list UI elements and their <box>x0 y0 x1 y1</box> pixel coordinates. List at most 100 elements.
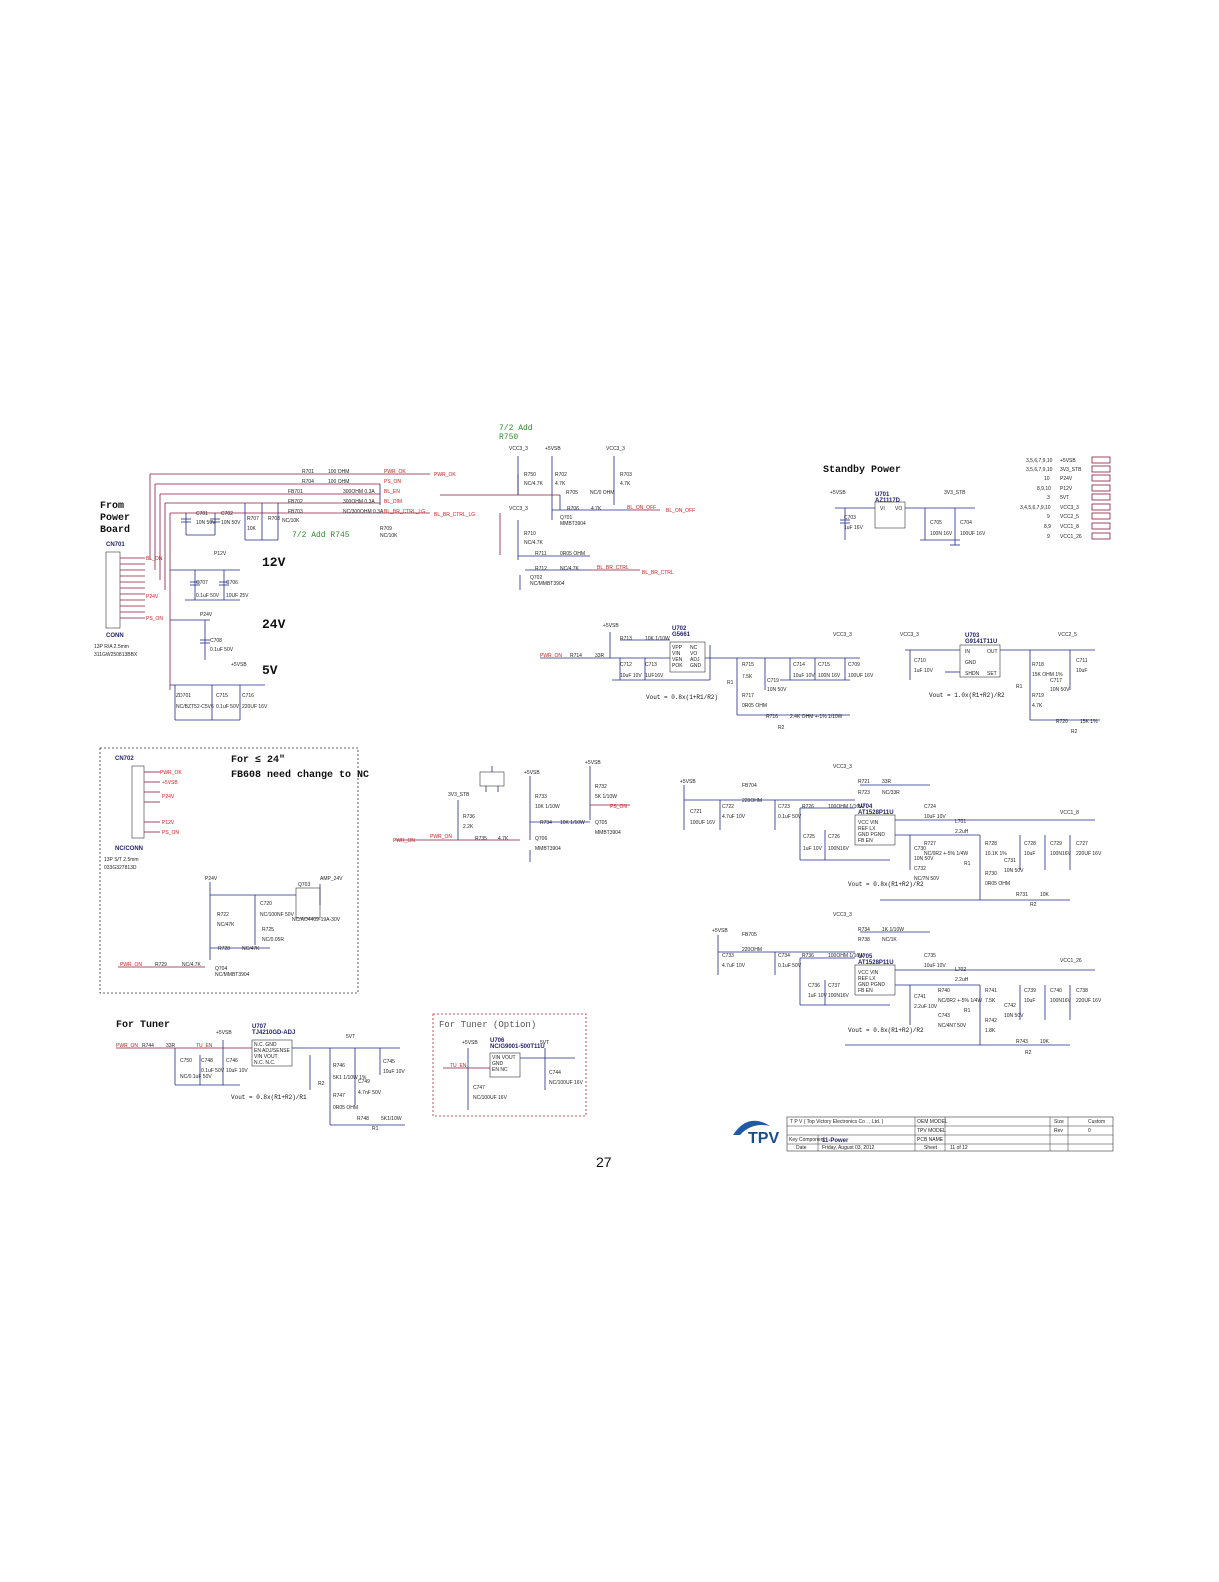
u707-r2: R2 <box>318 1081 325 1087</box>
pt-pages-1: 3,5,6,7,9,10 <box>1026 467 1053 473</box>
r738-value: NC/1K <box>882 937 897 943</box>
r735-value: 4.7K <box>498 836 509 842</box>
tuner-option-frame <box>432 1013 587 1117</box>
u704-equation: Vout = 0.8x(R1+R2)/R2 <box>848 881 924 888</box>
c736-value: 1uF 10V <box>808 993 828 999</box>
c728-value: 10uF <box>1024 851 1035 857</box>
p5v-center-1: +5VSB <box>524 770 540 776</box>
q703-value: NC/AO4409-19A-30V <box>292 917 341 923</box>
u702-out-net: VCC3_3 <box>833 632 852 638</box>
c737-label: C737 <box>828 983 840 989</box>
u702-ref: U702 <box>672 626 687 632</box>
v12-label: 12V <box>262 555 286 570</box>
r721-label: R721 <box>858 779 870 785</box>
u702-pin-vo: VO <box>690 651 697 657</box>
r729-label: R729 <box>155 962 167 968</box>
r745-value: NC/10K <box>282 518 300 524</box>
u702-in-net: +5VSB <box>603 623 619 629</box>
c706-value: 10UF 25V <box>226 593 249 599</box>
r732-label: R732 <box>595 784 607 790</box>
u701-ref: U701 <box>875 492 890 498</box>
c713-label: C713 <box>645 662 657 668</box>
l701-label: L701 <box>955 819 966 825</box>
u706-pins-2: GND <box>492 1061 504 1067</box>
c739-value: 10uF <box>1024 998 1035 1004</box>
c730-label: C730 <box>914 846 926 852</box>
c749-value: 4.7nF 50V <box>358 1090 382 1096</box>
u705-pins-2: REF LX <box>858 976 876 982</box>
u705-p5v: +5VSB <box>712 928 728 934</box>
u707-r1: R1 <box>372 1126 379 1132</box>
pt-net-1: 3V3_STB <box>1060 467 1082 473</box>
q702-label: Q702 <box>530 575 542 581</box>
c720-label: C720 <box>260 901 272 907</box>
r711-value: 0R05 OHM <box>560 551 585 557</box>
u706-p5v: +5VSB <box>462 1040 478 1046</box>
net-ps-on: PS_ON <box>384 479 401 485</box>
c705-value: 100N 16V <box>930 531 953 537</box>
c717-label: C717 <box>1050 678 1062 684</box>
tb-sheet: 11 of 12 <box>950 1145 968 1151</box>
pt-net-7: VCC1_8 <box>1060 524 1079 530</box>
r723-label: R723 <box>858 790 870 796</box>
u702-pin-vin: VIN <box>672 651 681 657</box>
r728-value: NC/47K <box>242 946 260 952</box>
cn702-net-p12v: P12V <box>162 820 175 826</box>
cn702-net-p24v: P24V <box>162 794 175 800</box>
r701-label: R701 <box>302 469 314 475</box>
r704-label: R704 <box>302 479 314 485</box>
r701-value: 100 OHM <box>328 469 349 475</box>
r742-label: R742 <box>985 1018 997 1024</box>
r733-label: R733 <box>535 794 547 800</box>
r734-value: 10K 1/10W <box>560 820 585 826</box>
pt-net-5: VCC3_3 <box>1060 505 1079 511</box>
pt-pages-4: 3 <box>1047 495 1050 501</box>
u705-pins-1: VCC VIN <box>858 970 879 976</box>
r720-label: R720 <box>1056 719 1068 725</box>
r722-label: R722 <box>217 912 229 918</box>
u702-block <box>540 632 860 716</box>
c702-value: 10N 50V <box>221 520 241 526</box>
net-bl-on-off-2: BL_ON_OFF <box>666 508 695 514</box>
q703-label: Q703 <box>298 882 310 888</box>
cn701-net-ps-on: PS_ON <box>146 616 163 622</box>
c722-label: C722 <box>722 804 734 810</box>
pwr-on-switch <box>395 766 630 862</box>
c741-value: 2.2uF 10V <box>914 1004 938 1010</box>
u704-pins-4: FB EN <box>858 838 873 844</box>
p5v-rail-label: +5VSB <box>231 662 247 668</box>
fb705-value: 220OHM <box>742 947 762 953</box>
r748-value: 5K1/10W <box>381 1116 402 1122</box>
q701-value: MMBT3904 <box>560 521 586 527</box>
c704-label: C704 <box>960 520 972 526</box>
v24-label: 24V <box>262 617 286 632</box>
c744-value: NC/100UF 16V <box>549 1080 584 1086</box>
pt-pages-2: 10 <box>1044 476 1050 482</box>
c727-value: 220UF 16V <box>1076 851 1102 857</box>
pwr-on-24-net: PWR_ON <box>120 962 142 968</box>
u703-block <box>905 649 1100 721</box>
r725-value: NC/0.05R <box>262 937 284 943</box>
u701-out-net: 3V3_STB <box>944 490 966 496</box>
u704-block <box>683 784 1095 901</box>
c734-label: C734 <box>778 953 790 959</box>
u702-r2: R2 <box>778 725 785 731</box>
u703-ref: U703 <box>965 633 980 639</box>
for-24-frame <box>99 747 359 994</box>
u707-block <box>116 1040 405 1126</box>
c748-label: C748 <box>201 1058 213 1064</box>
c701-c702-group <box>181 503 279 541</box>
r736-label: R736 <box>463 814 475 820</box>
zd701-value: NC/BZT52-C5V6 <box>176 704 214 710</box>
u706-pins-3: EN NC <box>492 1067 508 1073</box>
u706-pins-1: VIN VOUT <box>492 1055 516 1061</box>
top-mid-network <box>440 456 660 590</box>
r730-label: R730 <box>985 871 997 877</box>
u706-tu-en: TU_EN <box>450 1063 467 1069</box>
u706-block <box>443 1048 575 1110</box>
u702-pwr-on: PWR_ON <box>540 653 562 659</box>
r712-label: R712 <box>535 566 547 572</box>
tuner-tu-en: TU_EN <box>196 1043 213 1049</box>
c719-label: C719 <box>767 678 779 684</box>
u704-vcc33: VCC3_3 <box>833 764 852 770</box>
